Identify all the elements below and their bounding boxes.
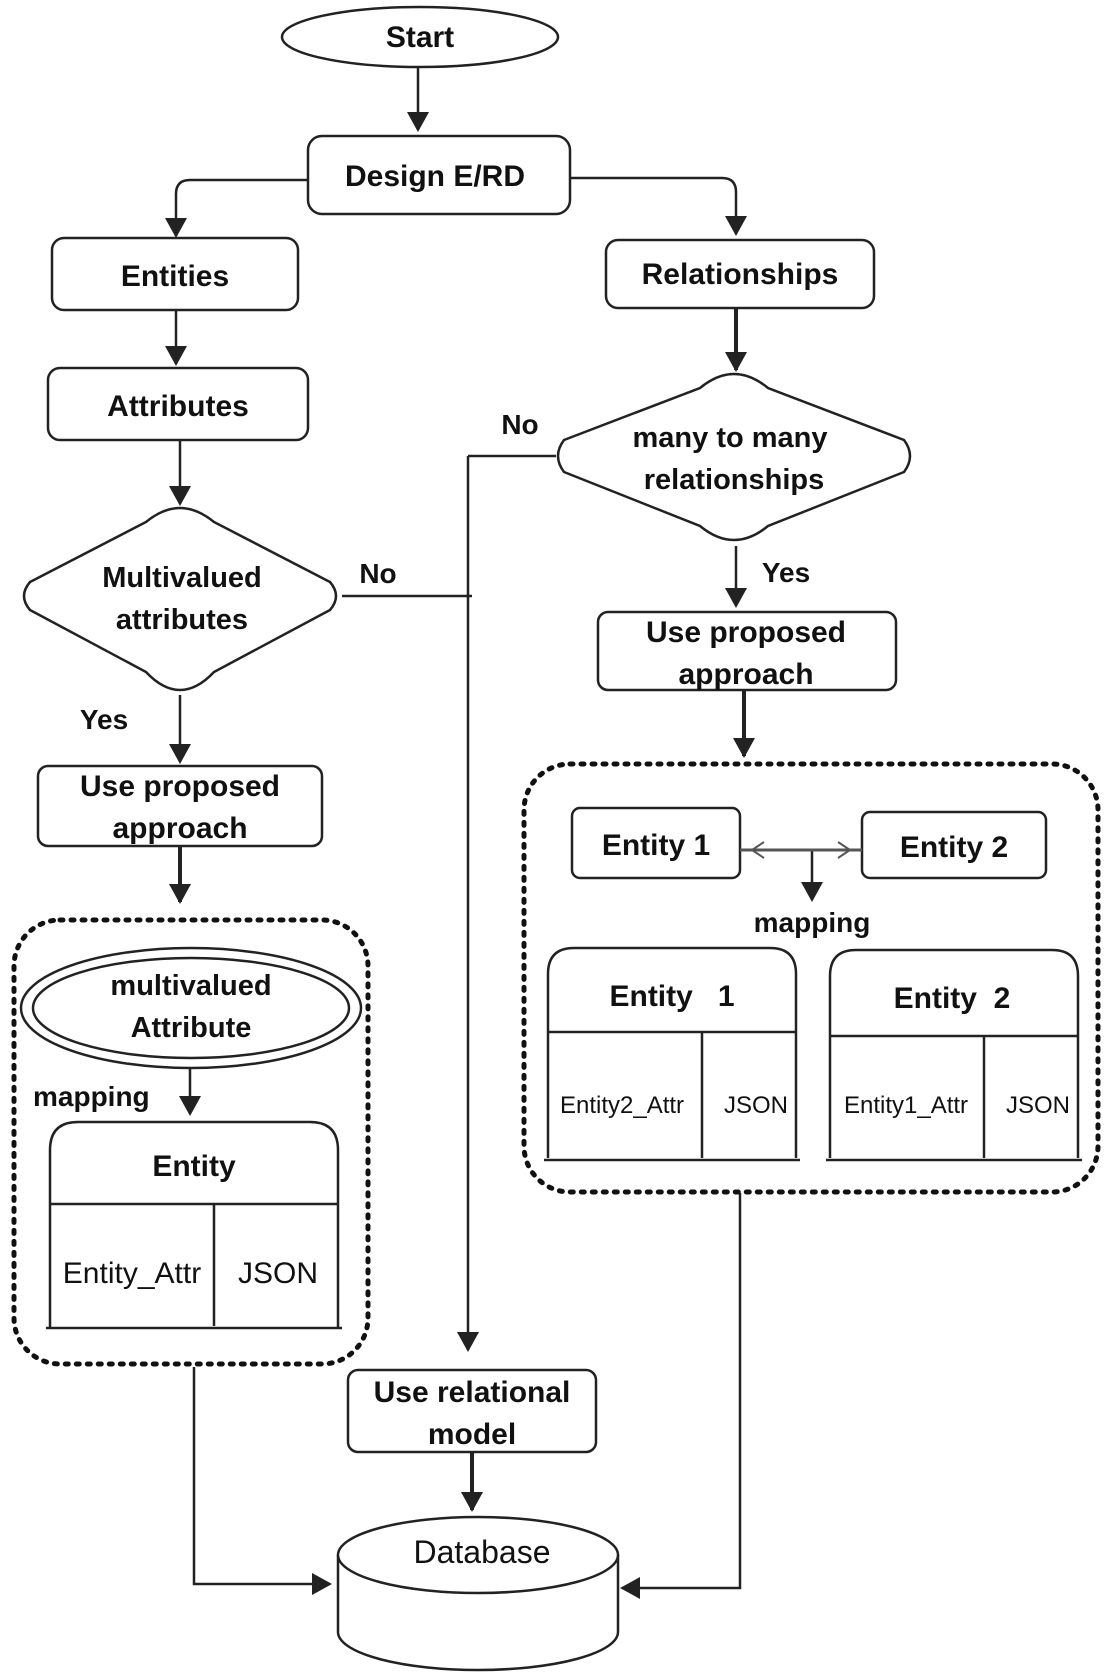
attributes-node: Attributes bbox=[46, 366, 310, 442]
many-to-many-decision: many to many relationships bbox=[556, 372, 912, 542]
database-label: Database bbox=[414, 1534, 551, 1570]
multivalued-decision: Multivalued attributes bbox=[22, 506, 338, 692]
use-relational-line1: Use relational bbox=[374, 1376, 571, 1409]
start-label: Start bbox=[386, 21, 454, 54]
right-table2-title: Entity 2 bbox=[894, 982, 1011, 1015]
right-table1-title: Entity 1 bbox=[609, 980, 734, 1013]
right-entity2-box: Entity 2 bbox=[860, 810, 1048, 880]
use-proposed-left-node: Use proposed approach bbox=[36, 764, 324, 848]
edge-left-group-database bbox=[192, 1367, 332, 1595]
edge-design-relationships bbox=[570, 176, 747, 236]
multivalued-attribute-shape: multivalued Attribute bbox=[19, 946, 363, 1070]
right-mapping-label: mapping bbox=[754, 907, 871, 938]
attributes-label: Attributes bbox=[107, 390, 249, 423]
right-entity1-box: Entity 1 bbox=[570, 806, 742, 880]
right-entity2-table: Entity 2 Entity1_Attr JSON bbox=[826, 948, 1082, 1162]
mv-attr-line2: Attribute bbox=[131, 1012, 252, 1044]
right-table2-col1: Entity1_Attr bbox=[844, 1092, 968, 1119]
right-no-label: No bbox=[501, 409, 538, 440]
use-proposed-right-line1: Use proposed bbox=[646, 616, 846, 649]
right-approach-group: Entity 1 Entity 2 mapping Entity 1 Entit… bbox=[521, 761, 1101, 1195]
connectors bbox=[165, 64, 823, 1599]
right-entity2-label: Entity 2 bbox=[900, 831, 1008, 864]
design-label: Design E/RD bbox=[345, 160, 525, 193]
left-table-title: Entity bbox=[152, 1150, 236, 1183]
relationships-node: Relationships bbox=[604, 238, 876, 310]
left-mapping-label: mapping bbox=[33, 1081, 150, 1112]
edge-right-group-database bbox=[620, 1193, 742, 1599]
right-yes-label: Yes bbox=[762, 557, 810, 588]
left-no-label: No bbox=[359, 558, 396, 589]
use-proposed-right-node: Use proposed approach bbox=[596, 610, 898, 692]
design-erd-node: Design E/RD bbox=[306, 134, 572, 216]
database-node: Database bbox=[336, 1515, 620, 1672]
right-entity1-table: Entity 1 Entity2_Attr JSON bbox=[544, 946, 800, 1162]
use-proposed-right-line2: approach bbox=[678, 658, 813, 691]
use-relational-node: Use relational model bbox=[346, 1368, 598, 1454]
entities-node: Entities bbox=[50, 236, 300, 312]
left-table-col2: JSON bbox=[238, 1257, 318, 1290]
many-to-many-connector bbox=[740, 841, 862, 859]
left-yes-label: Yes bbox=[80, 704, 128, 735]
edge-design-entities bbox=[165, 178, 308, 238]
many-to-many-label-line2: relationships bbox=[644, 464, 825, 496]
right-entity1-label: Entity 1 bbox=[602, 829, 710, 862]
mv-attr-line1: multivalued bbox=[110, 970, 271, 1002]
use-relational-line2: model bbox=[428, 1418, 516, 1451]
relationships-label: Relationships bbox=[642, 258, 839, 291]
many-to-many-label-line1: many to many bbox=[633, 422, 828, 454]
multivalued-label-line2: attributes bbox=[116, 604, 248, 636]
use-proposed-left-line2: approach bbox=[112, 812, 247, 845]
entities-label: Entities bbox=[121, 260, 229, 293]
multivalued-label-line1: Multivalued bbox=[102, 562, 262, 594]
left-approach-group: multivalued Attribute mapping Entity Ent… bbox=[11, 917, 371, 1367]
right-table1-col2: JSON bbox=[724, 1092, 788, 1119]
start-node: Start bbox=[280, 5, 560, 69]
left-entity-table: Entity Entity_Attr JSON bbox=[46, 1120, 342, 1330]
use-proposed-left-line1: Use proposed bbox=[80, 770, 280, 803]
right-table2-col2: JSON bbox=[1006, 1092, 1070, 1119]
right-table1-col1: Entity2_Attr bbox=[560, 1092, 684, 1119]
left-table-col1: Entity_Attr bbox=[63, 1257, 201, 1290]
